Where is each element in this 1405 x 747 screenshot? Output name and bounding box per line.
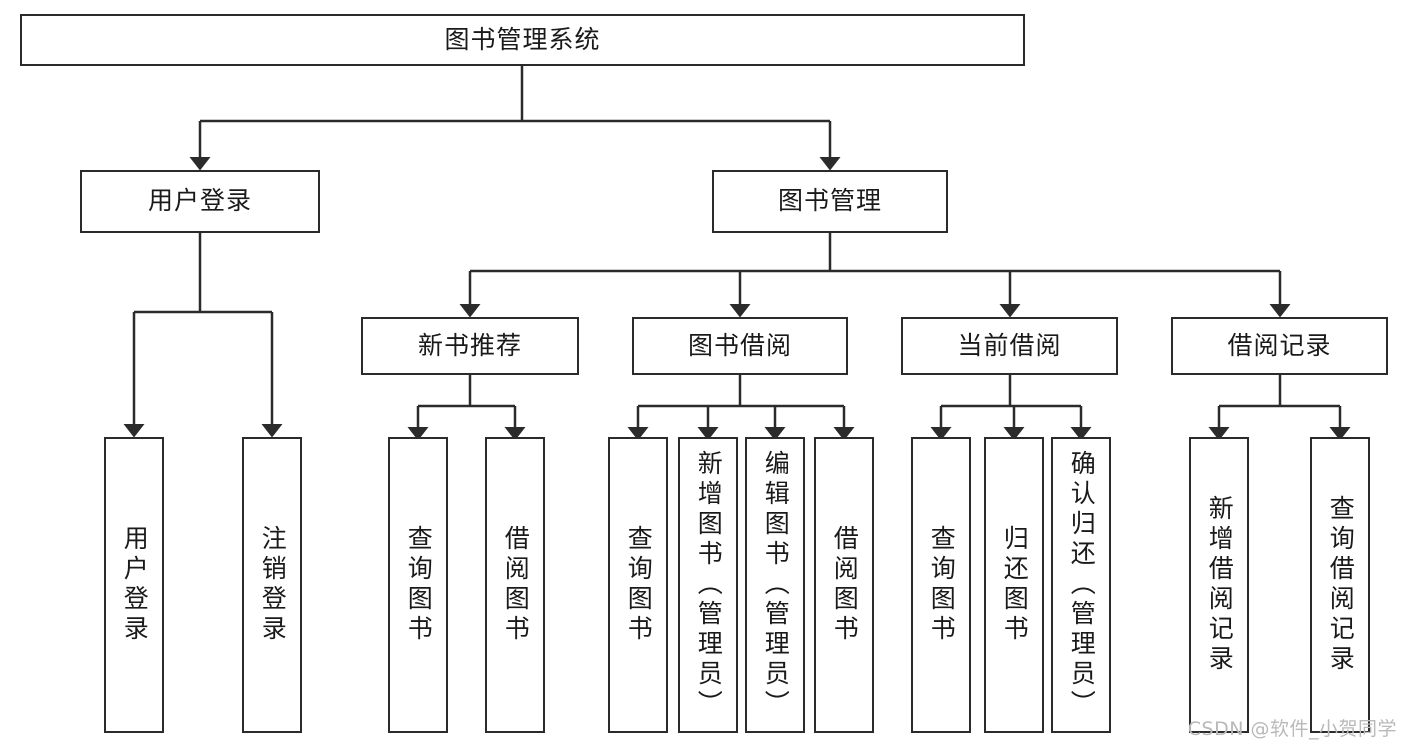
node-root-label: 图书管理系统 (444, 24, 601, 54)
node-borrow-record[interactable]: 借阅记录 (1171, 317, 1388, 375)
node-leaf-user-login-label: 用户登录 (120, 525, 150, 645)
node-book-manage[interactable]: 图书管理 (712, 170, 948, 233)
node-leaf-user-logout-label: 注销登录 (258, 525, 288, 645)
node-current-borrow[interactable]: 当前借阅 (901, 317, 1118, 375)
node-leaf-user-logout[interactable]: 注销登录 (242, 437, 302, 733)
node-leaf-query-book-2[interactable]: 查询图书 (608, 437, 668, 733)
node-leaf-add-book-label: 新增图书（管理员） (694, 450, 724, 720)
node-leaf-return-book[interactable]: 归还图书 (984, 437, 1044, 733)
node-leaf-query-book-3-label: 查询图书 (927, 525, 957, 645)
node-leaf-borrow-book-2[interactable]: 借阅图书 (814, 437, 874, 733)
node-leaf-confirm-return[interactable]: 确认归还（管理员） (1051, 437, 1111, 733)
node-leaf-add-record-label: 新增借阅记录 (1205, 495, 1235, 675)
node-leaf-query-book-3[interactable]: 查询图书 (911, 437, 971, 733)
node-leaf-query-book-1[interactable]: 查询图书 (388, 437, 448, 733)
node-new-book-rec[interactable]: 新书推荐 (361, 317, 579, 375)
node-book-borrow-label: 图书借阅 (687, 330, 792, 360)
node-leaf-confirm-return-label: 确认归还（管理员） (1067, 450, 1097, 720)
node-leaf-edit-book[interactable]: 编辑图书（管理员） (745, 437, 805, 733)
node-borrow-record-label: 借阅记录 (1227, 330, 1332, 360)
node-user-login[interactable]: 用户登录 (80, 170, 320, 233)
node-leaf-query-book-1-label: 查询图书 (404, 525, 434, 645)
node-new-book-rec-label: 新书推荐 (417, 330, 522, 360)
node-leaf-borrow-book-1[interactable]: 借阅图书 (485, 437, 545, 733)
node-root[interactable]: 图书管理系统 (20, 14, 1025, 66)
node-leaf-borrow-book-1-label: 借阅图书 (501, 525, 531, 645)
node-leaf-user-login[interactable]: 用户登录 (104, 437, 164, 733)
node-leaf-edit-book-label: 编辑图书（管理员） (761, 450, 791, 720)
node-leaf-return-book-label: 归还图书 (1000, 525, 1030, 645)
csdn-watermark: CSDN @软件_小贺同学 (1187, 718, 1397, 740)
node-book-manage-label: 图书管理 (777, 186, 882, 216)
node-current-borrow-label: 当前借阅 (957, 330, 1062, 360)
node-user-login-label: 用户登录 (147, 186, 252, 216)
node-leaf-add-book[interactable]: 新增图书（管理员） (678, 437, 738, 733)
node-leaf-query-book-2-label: 查询图书 (624, 525, 654, 645)
node-leaf-query-record[interactable]: 查询借阅记录 (1310, 437, 1370, 733)
node-leaf-add-record[interactable]: 新增借阅记录 (1189, 437, 1249, 733)
node-book-borrow[interactable]: 图书借阅 (632, 317, 848, 375)
node-leaf-query-record-label: 查询借阅记录 (1326, 495, 1356, 675)
node-leaf-borrow-book-2-label: 借阅图书 (830, 525, 860, 645)
